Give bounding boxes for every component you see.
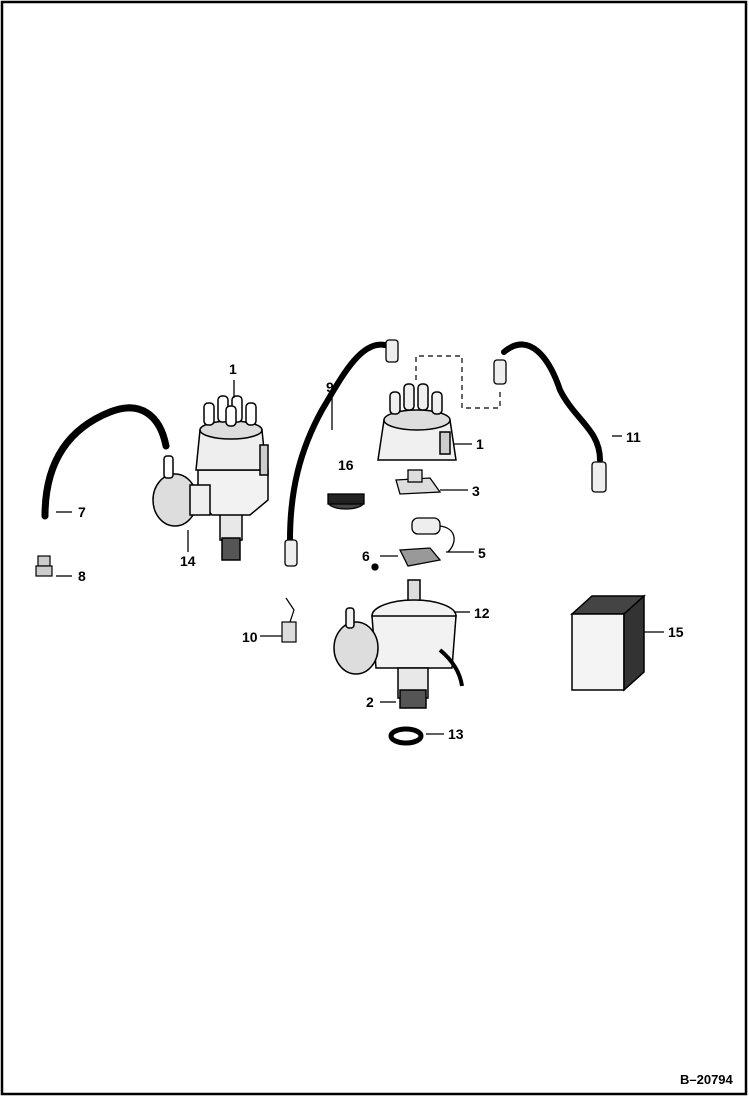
callout-8: 8 [78,568,86,584]
leader-lines [56,380,664,735]
distributor-cap [377,383,457,461]
o-ring-13 [388,726,424,746]
breaker-points-6 [371,547,442,571]
callout-14: 14 [180,553,196,569]
vacuum-hose-7 [41,404,170,520]
callout-5: 5 [478,545,486,561]
callout-7: 7 [78,504,86,520]
callout-9: 9 [326,379,334,395]
callout-12: 12 [474,605,490,621]
callout-11: 11 [626,429,641,445]
fitting-8 [35,555,53,577]
distributor-body-12 [333,579,464,709]
callout-3: 3 [472,483,480,499]
distributor-assembly-left [152,395,269,561]
cam-16 [327,493,365,510]
figure-reference: B–20794 [680,1072,734,1087]
coil-terminal-10 [281,597,297,643]
callout-6: 6 [362,548,370,564]
condenser-5 [411,517,455,553]
callout-13: 13 [448,726,464,742]
ignition-coil-box-15 [570,594,646,692]
callout-1-left: 1 [229,361,237,377]
callout-1-right: 1 [476,436,484,452]
rotor-3 [395,469,442,495]
callout-10: 10 [242,629,258,645]
dashed-connector [415,355,501,409]
callout-2: 2 [366,694,374,710]
wire-9 [287,341,388,543]
callout-16: 16 [338,457,354,473]
callout-15: 15 [668,624,684,640]
wire-11 [501,341,603,463]
